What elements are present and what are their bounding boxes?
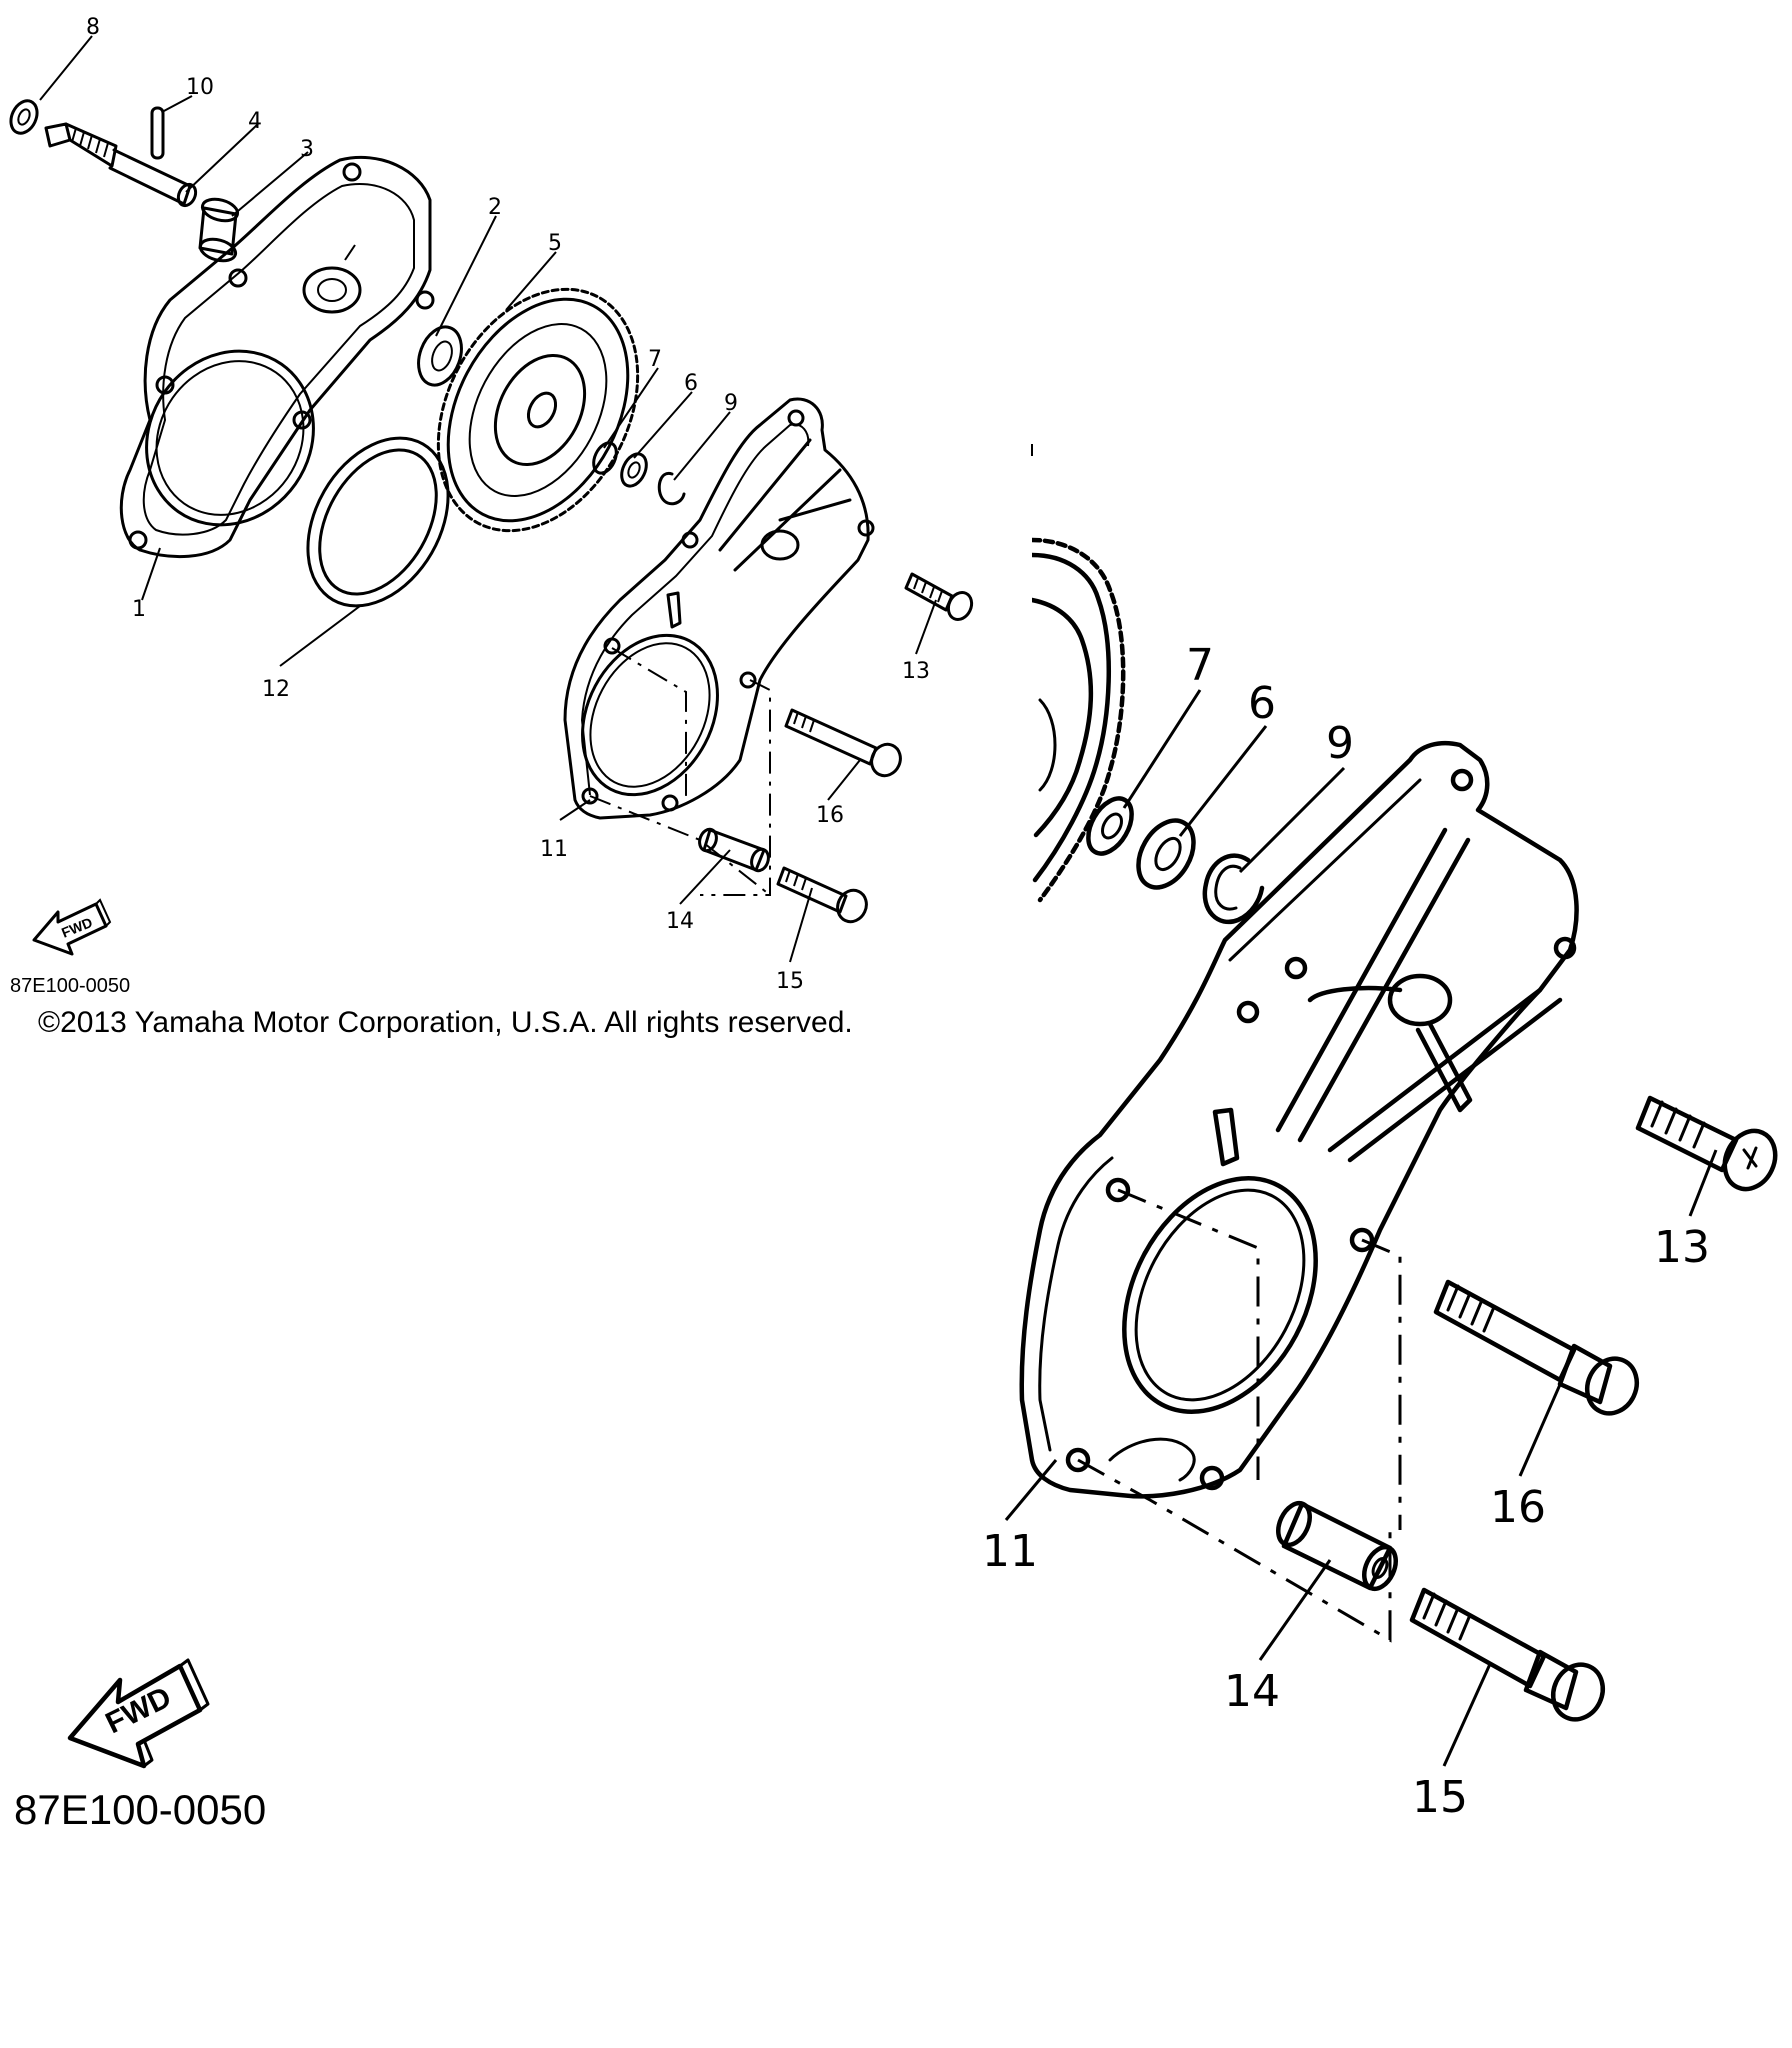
callout-12: 12 (262, 677, 290, 702)
detail-callout-14: 14 (1224, 1666, 1280, 1717)
callout-2: 2 (488, 195, 502, 220)
detail-callout-11: 11 (982, 1526, 1038, 1577)
callout-3: 3 (300, 137, 314, 162)
copyright-notice: ©2013 Yamaha Motor Corporation, U.S.A. A… (38, 1006, 853, 1039)
callout-4: 4 (248, 109, 262, 134)
detail-part-16-bolt (1433, 1279, 1640, 1416)
part-12-seal-ring (306, 436, 450, 608)
part-1-case-cover (119, 155, 435, 559)
detail-callout-6: 6 (1248, 678, 1276, 729)
detail-callout-7: 7 (1186, 640, 1214, 691)
detail-alignment-lines (1077, 1188, 1402, 1643)
leader-lines-detail (1004, 689, 1718, 1767)
fwd-arrow-large-icon: FWD (67, 1658, 210, 1769)
detail-diagram: 6 7 9 11 13 14 15 16 (982, 444, 1778, 1823)
part-8-washer (9, 99, 39, 135)
diagram-code-large: 87E100-0050 (14, 1786, 266, 1833)
callout-5: 5 (548, 231, 562, 256)
callouts-detail: 6 7 9 11 13 14 15 16 (982, 640, 1710, 1823)
fwd-arrow-icon: FWD (32, 898, 112, 956)
part-14-dowel (698, 827, 770, 873)
detail-part-14-dowel (1276, 1500, 1398, 1592)
detail-part-9-circlip (1202, 853, 1265, 924)
part-9-circlip (657, 471, 686, 506)
leader-lines-overview (39, 35, 937, 963)
callout-11: 11 (540, 837, 568, 862)
part-2-bearing (417, 325, 463, 387)
callout-9: 9 (724, 391, 738, 416)
callout-16: 16 (816, 803, 844, 828)
callout-8: 8 (86, 15, 100, 40)
overview-diagram: 1 2 3 4 5 6 7 8 9 10 11 12 13 14 15 16 F… (9, 15, 974, 1039)
detail-callout-9: 9 (1326, 718, 1354, 769)
detail-part-6-washer (1136, 818, 1196, 890)
detail-callout-13: 13 (1654, 1222, 1710, 1273)
callout-15: 15 (776, 969, 804, 994)
detail-part-7-washer (1086, 796, 1134, 856)
part-16-bolt (784, 708, 902, 778)
detail-part-15-bolt (1409, 1587, 1606, 1722)
part-5-gear (436, 287, 640, 533)
detail-part-13-screw (1635, 1095, 1778, 1192)
callout-1: 1 (132, 597, 146, 622)
part-10-pin (150, 106, 165, 160)
detail-callout-15: 15 (1412, 1772, 1468, 1823)
callout-6: 6 (684, 371, 698, 396)
detail-part-11-housing (1019, 740, 1579, 1499)
callout-13: 13 (902, 659, 930, 684)
part-3-collar (198, 197, 240, 263)
part-13-screw (904, 572, 974, 622)
part-6-washer (620, 452, 648, 488)
diagram-code: 87E100-0050 (10, 975, 130, 997)
callouts-overview: 1 2 3 4 5 6 7 8 9 10 11 12 13 14 15 16 (86, 15, 930, 994)
detail-gear-partial (1020, 520, 1126, 920)
part-7-washer (592, 441, 618, 475)
callout-14: 14 (666, 909, 694, 934)
alignment-lines (589, 647, 771, 896)
callout-7: 7 (648, 347, 662, 372)
detail-callout-16: 16 (1490, 1482, 1546, 1533)
part-11-housing (563, 397, 875, 820)
part-4-shaft (44, 122, 198, 208)
part-15-bolt (776, 866, 868, 924)
callout-10: 10 (186, 75, 214, 100)
